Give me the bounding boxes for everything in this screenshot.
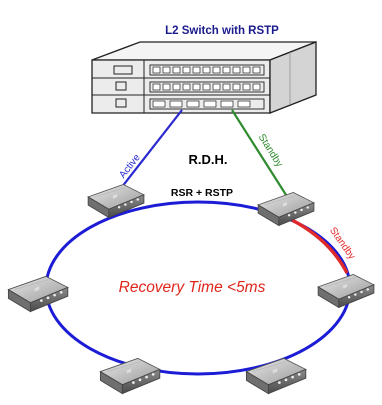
device-icon — [257, 191, 315, 227]
ring-protocol-label: RSR + RSTP — [171, 187, 233, 199]
device-icon — [87, 183, 145, 219]
standby-label: Standby — [256, 132, 285, 169]
ring-standby-segment — [291, 218, 349, 274]
device-icon — [245, 357, 307, 395]
rdh-label: R.D.H. — [189, 152, 228, 167]
device-icon — [99, 357, 161, 395]
switch-icon — [91, 41, 317, 114]
active-uplink — [117, 109, 183, 193]
device-icon — [317, 273, 375, 309]
ring-standby-label: Standby — [327, 225, 357, 261]
device-icon — [7, 275, 69, 313]
recovery-time-label: Recovery Time <5ms — [119, 279, 266, 296]
standby-uplink — [231, 109, 289, 199]
switch-title: L2 Switch with RSTP — [165, 25, 279, 37]
